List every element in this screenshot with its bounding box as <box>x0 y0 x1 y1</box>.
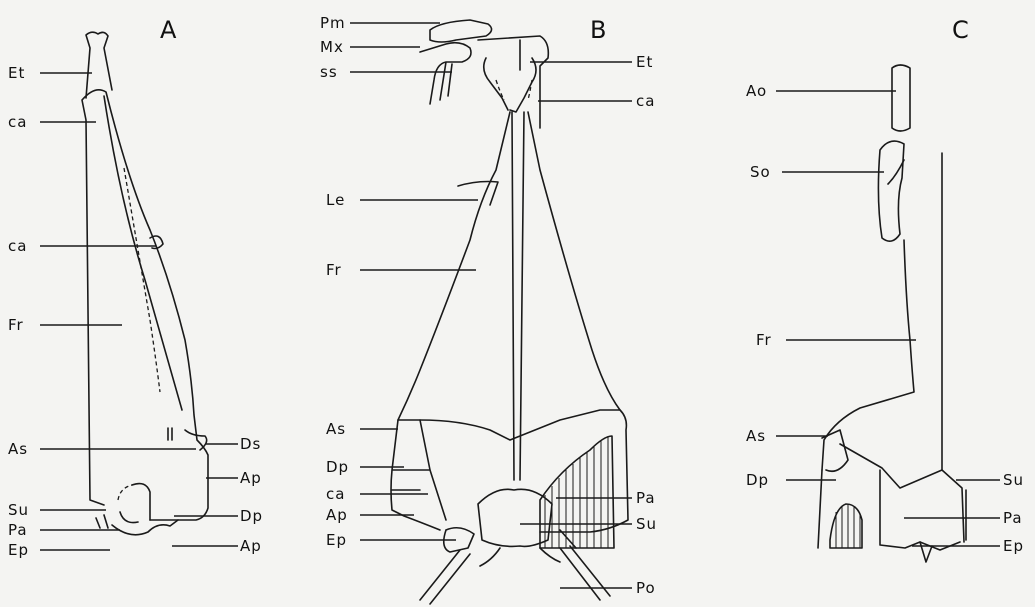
a-label-ap-1: Ap <box>240 469 262 487</box>
c-label-ep: Ep <box>1003 537 1024 555</box>
a-label-ep: Ep <box>8 541 29 559</box>
panel-c: C <box>746 16 1024 562</box>
b-label-ap: Ap <box>326 506 348 524</box>
b-label-ca-1: ca <box>636 92 655 110</box>
a-inner-ridge <box>104 96 182 410</box>
c-label-dp: Dp <box>746 471 769 489</box>
a-label-su: Su <box>8 501 29 519</box>
a-label-ap-2: Ap <box>240 537 262 555</box>
c-label-su: Su <box>1003 471 1024 489</box>
b-frontal-outline <box>398 112 620 440</box>
c-antorbital <box>892 65 910 131</box>
a-supraoccipital-dash <box>118 485 132 500</box>
a-label-as: As <box>8 440 28 458</box>
c-posterior-plates <box>818 444 966 550</box>
b-label-po: Po <box>636 579 656 597</box>
b-label-pa: Pa <box>636 489 656 507</box>
b-maxilla-outline <box>420 43 471 104</box>
b-label-as: As <box>326 420 346 438</box>
a-label-ca-2: ca <box>8 237 27 255</box>
a-label-et: Et <box>8 64 25 82</box>
a-groove <box>124 168 160 392</box>
b-label-ss: ss <box>320 63 338 81</box>
a-ethmoid-outline <box>86 32 112 98</box>
b-posterior-left <box>391 420 446 530</box>
panel-a-letter: A <box>160 16 177 44</box>
panel-a-leaders <box>40 73 238 550</box>
b-label-mx: Mx <box>320 38 344 56</box>
c-label-as: As <box>746 427 766 445</box>
b-label-pm: Pm <box>320 14 346 32</box>
a-parietal-outline <box>120 484 150 523</box>
b-label-le: Le <box>326 191 345 209</box>
a-label-ds: Ds <box>240 435 261 453</box>
b-label-ca-2: ca <box>326 485 345 503</box>
b-label-dp: Dp <box>326 458 349 476</box>
b-posterior-right <box>540 410 628 532</box>
c-hatch <box>830 504 862 548</box>
c-supraorbital <box>878 141 904 241</box>
c-label-ao: Ao <box>746 82 767 100</box>
panel-b: B <box>320 14 657 604</box>
b-label-fr: Fr <box>326 261 342 279</box>
c-label-so: So <box>750 163 771 181</box>
b-ethmoid-block <box>478 36 548 128</box>
a-epiotic-outline <box>96 515 178 535</box>
a-label-pa: Pa <box>8 521 28 539</box>
a-sphenotic-region <box>168 428 207 450</box>
panel-c-leaders <box>776 91 1000 546</box>
panel-b-leaders <box>350 23 632 588</box>
panel-b-letter: B <box>590 16 606 44</box>
b-midline <box>512 112 524 480</box>
c-label-pa: Pa <box>1003 509 1023 527</box>
panel-a: A Et <box>8 16 263 559</box>
c-label-fr: Fr <box>756 331 772 349</box>
b-posttemporal <box>420 546 610 604</box>
b-label-ep: Ep <box>326 531 347 549</box>
a-frontal-outline <box>82 90 208 520</box>
b-label-et: Et <box>636 53 653 71</box>
b-lateral-ethmoid <box>458 182 498 206</box>
b-label-su: Su <box>636 515 657 533</box>
a-label-ca-1: ca <box>8 113 27 131</box>
a-label-dp: Dp <box>240 507 263 525</box>
a-label-fr: Fr <box>8 316 24 334</box>
panel-c-letter: C <box>952 16 969 44</box>
c-frontal-margin <box>822 240 914 470</box>
